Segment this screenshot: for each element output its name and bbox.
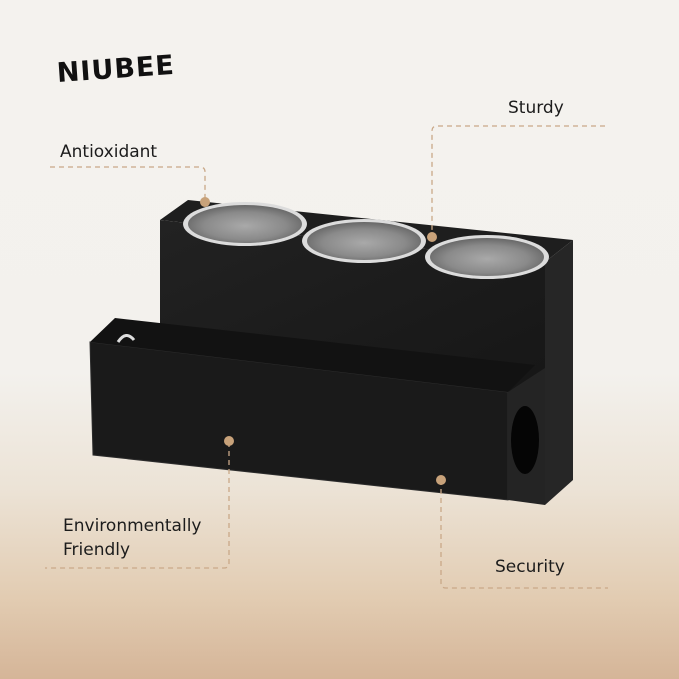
callout-dots (200, 197, 446, 485)
cups (183, 202, 549, 279)
callout-sturdy: Sturdy (508, 98, 564, 118)
side-hole (511, 406, 539, 474)
callout-antioxidant: Antioxidant (60, 142, 158, 162)
callout-environmentally-friendly: Environmentally Friendly (63, 514, 201, 562)
callout-lines (45, 125, 608, 589)
callout-env-line1: Environmentally (63, 516, 202, 536)
callout-security: Security (495, 557, 565, 577)
lower-tier-rim (90, 318, 535, 392)
right-side (545, 240, 573, 505)
callout-env-line2: Friendly (63, 540, 131, 560)
